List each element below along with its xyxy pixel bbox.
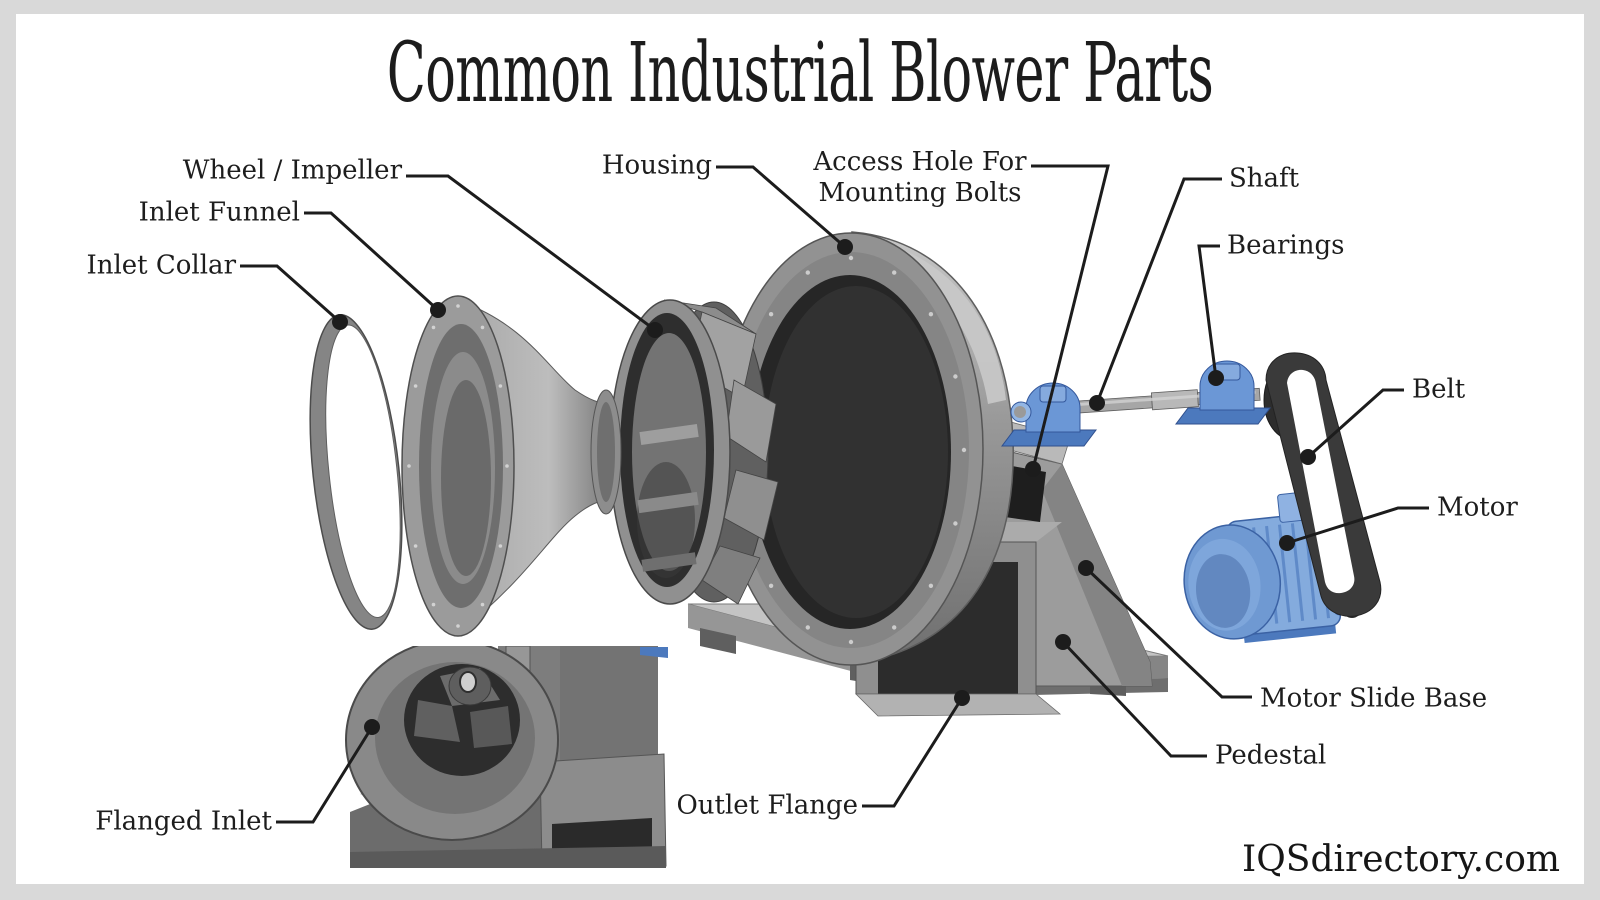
- bolt-hole: [480, 602, 485, 607]
- label-shaft: Shaft: [1229, 163, 1300, 194]
- watermark-text: IQSdirectory.com: [1242, 839, 1560, 880]
- bolt-hole: [892, 270, 897, 275]
- callout-line-shaft: [1095, 177, 1222, 404]
- bolt-hole: [413, 544, 418, 548]
- callout-dot-inlet-funnel: [430, 302, 446, 318]
- callout-dot-housing: [837, 239, 853, 255]
- callout-dot-motor-slide-base: [1078, 560, 1094, 576]
- inlet-collar-part: [309, 314, 403, 630]
- impeller-part: [609, 299, 779, 605]
- label-wheel-impeller: Wheel / Impeller: [182, 155, 402, 186]
- callout-dot-inlet-collar: [332, 314, 348, 330]
- callout-line-inlet-funnel: [304, 211, 440, 312]
- label-belt: Belt: [1412, 374, 1466, 405]
- bolt-hole: [498, 544, 503, 548]
- callout-line-inlet-collar: [240, 264, 341, 324]
- bearing-left: [1001, 382, 1097, 447]
- bolt-hole: [892, 625, 897, 630]
- callout-dot-access-hole: [1025, 461, 1041, 477]
- bolt-hole: [848, 639, 854, 645]
- bolt-hole: [928, 583, 934, 588]
- bolt-hole: [953, 374, 958, 379]
- callout-line-motor-slide-base: [1084, 566, 1252, 699]
- bolt-hole: [961, 447, 967, 453]
- callout-dot-bearings: [1208, 370, 1224, 386]
- label-outlet-flange: Outlet Flange: [676, 790, 858, 821]
- bolt-hole: [805, 270, 810, 275]
- label-housing: Housing: [601, 150, 712, 181]
- bolt-hole: [768, 312, 774, 317]
- label-motor: Motor: [1437, 492, 1518, 523]
- callout-line-access-hole: [1031, 164, 1110, 470]
- flanged-inlet-inset: [345, 646, 668, 868]
- callout-line-motor: [1286, 506, 1429, 545]
- bolt-hole: [498, 384, 503, 388]
- callout-layer: [240, 164, 1429, 824]
- bolt-hole: [928, 312, 934, 317]
- label-flanged-inlet: Flanged Inlet: [95, 806, 272, 837]
- callout-line-bearings: [1197, 244, 1220, 379]
- bolt-hole: [431, 325, 436, 330]
- callout-dot-wheel-impeller: [647, 322, 663, 338]
- inlet-funnel-part: [401, 295, 622, 637]
- label-pedestal: Pedestal: [1215, 740, 1327, 771]
- bolt-hole: [431, 602, 436, 607]
- bolt-hole: [456, 304, 460, 308]
- callout-line-housing: [716, 165, 846, 249]
- label-motor-slide-base: Motor Slide Base: [1260, 683, 1488, 714]
- callout-line-flanged-inlet: [276, 726, 374, 824]
- belt-drive: [1263, 352, 1382, 618]
- bolt-hole: [768, 583, 774, 588]
- label-inlet-collar: Inlet Collar: [86, 250, 236, 281]
- bolt-hole: [953, 521, 958, 526]
- bolt-hole: [456, 624, 460, 628]
- callout-dot-flanged-inlet: [364, 719, 380, 735]
- callout-dot-motor: [1279, 535, 1295, 551]
- bolt-hole: [505, 464, 509, 468]
- callout-line-outlet-flange: [862, 697, 964, 808]
- housing-part: [718, 231, 1014, 666]
- callout-dot-outlet-flange: [954, 690, 970, 706]
- callout-line-belt: [1307, 388, 1404, 459]
- label-access-hole: Access Hole For Mounting Bolts: [813, 147, 1027, 208]
- funnel-bolt-ring: [407, 304, 509, 628]
- callout-line-pedestal: [1061, 640, 1207, 758]
- callout-dot-pedestal: [1055, 634, 1071, 650]
- callout-dot-shaft: [1089, 395, 1105, 411]
- bolt-hole: [848, 255, 854, 261]
- callout-line-wheel-impeller: [406, 174, 656, 332]
- label-inlet-funnel: Inlet Funnel: [138, 197, 300, 228]
- page-title: Common Industrial Blower Parts: [386, 26, 1214, 121]
- bolt-hole: [480, 325, 485, 330]
- callout-dot-belt: [1300, 449, 1316, 465]
- bolt-hole: [805, 625, 810, 630]
- label-bearings: Bearings: [1227, 230, 1345, 261]
- bolt-hole: [407, 464, 411, 468]
- bolt-hole: [413, 384, 418, 388]
